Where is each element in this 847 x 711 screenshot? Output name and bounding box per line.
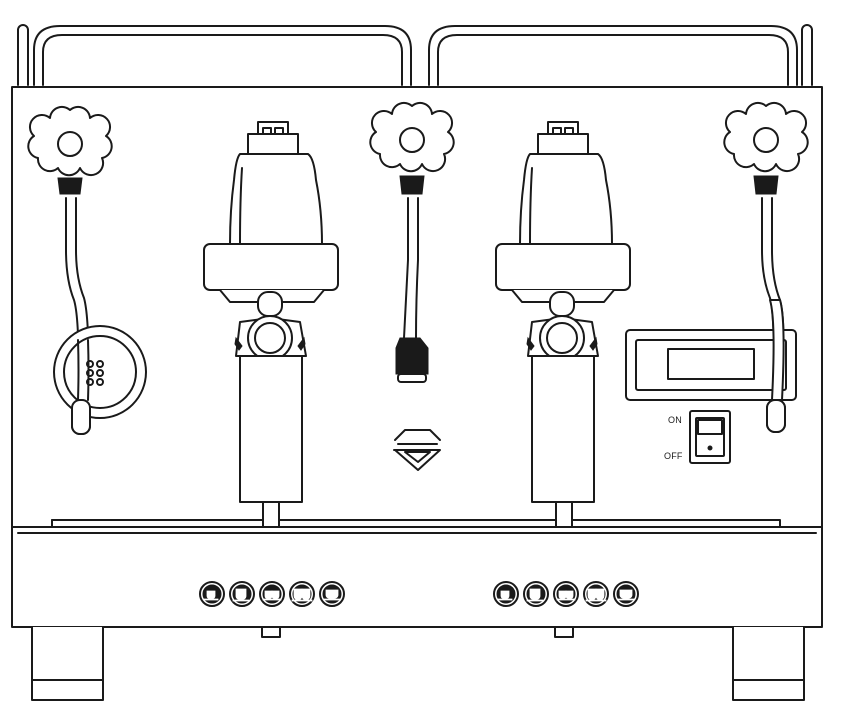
single-coffee-button[interactable] — [553, 581, 579, 607]
bottom-tab-left — [261, 626, 281, 638]
steam-knob-right[interactable] — [723, 101, 809, 195]
double-coffee-button[interactable] — [289, 581, 315, 607]
button-panel-right — [493, 581, 639, 607]
single-espresso-button[interactable] — [493, 581, 519, 607]
hot-water-knob[interactable] — [369, 101, 455, 195]
manual-button[interactable] — [319, 581, 345, 607]
hot-water-wand — [395, 197, 429, 383]
switch-on-label: ON — [668, 415, 682, 425]
cup-rail-left — [17, 24, 412, 86]
single-coffee-button[interactable] — [259, 581, 285, 607]
foot-left — [31, 626, 104, 701]
bottom-tab-right — [554, 626, 574, 638]
lcd-display — [625, 329, 797, 401]
rocker-switch-icon[interactable] — [689, 410, 731, 464]
double-espresso-button[interactable] — [229, 581, 255, 607]
pressure-gauge-icon — [53, 325, 147, 419]
group-head-left — [203, 121, 339, 528]
brand-logo-icon — [393, 429, 441, 471]
steam-knob-left[interactable] — [27, 105, 113, 195]
group-head-right — [495, 121, 631, 528]
front-panel — [11, 526, 823, 628]
switch-off-label: OFF — [664, 451, 683, 461]
cup-rail-right — [428, 24, 813, 86]
foot-right — [732, 626, 805, 701]
double-espresso-button[interactable] — [523, 581, 549, 607]
single-espresso-button[interactable] — [199, 581, 225, 607]
button-panel-left — [199, 581, 345, 607]
double-coffee-button[interactable] — [583, 581, 609, 607]
manual-button[interactable] — [613, 581, 639, 607]
